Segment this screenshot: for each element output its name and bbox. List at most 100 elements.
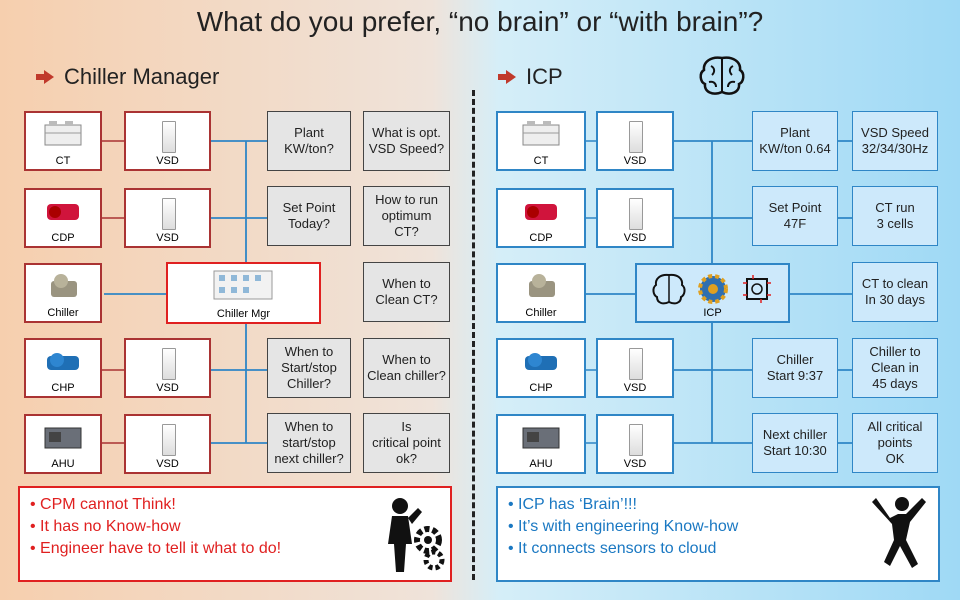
brain-icon	[652, 273, 686, 305]
icp-icons	[652, 273, 771, 305]
pump-icon	[47, 204, 79, 220]
vsd-icon	[161, 424, 176, 456]
vsd-box[interactable]: VSD	[124, 414, 211, 474]
cdp-box[interactable]: CDP	[24, 188, 102, 248]
ct-box[interactable]: CT	[496, 111, 586, 171]
cdp-label: CDP	[529, 232, 553, 244]
chiller-box[interactable]: Chiller	[496, 263, 586, 323]
ahu-icon	[44, 427, 82, 449]
right-heading: ICP	[498, 64, 563, 90]
vsd-label: VSD	[156, 232, 179, 244]
gear-icon	[698, 274, 728, 304]
left-heading-label: Chiller Manager	[64, 64, 220, 89]
vsd-label: VSD	[156, 382, 179, 394]
vsd-icon	[629, 348, 643, 380]
answer-box: Set Point 47F	[752, 186, 838, 246]
vsd-label: VSD	[623, 382, 647, 394]
answer-box: All critical points OK	[852, 413, 938, 473]
control-panel-icon	[213, 270, 273, 300]
bullet-item: It connects sensors to cloud	[508, 538, 928, 560]
chiller-icon	[529, 274, 555, 297]
cooling-tower-icon	[44, 121, 82, 146]
ahu-label: AHU	[529, 458, 553, 470]
vsd-icon	[161, 121, 176, 153]
bullet-item: ICP has ‘Brain’!!!	[508, 494, 928, 516]
jumping-person-icon	[872, 497, 926, 568]
vsd-box[interactable]: VSD	[124, 338, 211, 398]
cooling-tower-icon	[522, 121, 560, 146]
chip-icon	[743, 275, 771, 303]
bullet-item: It has no Know-how	[30, 516, 440, 538]
vsd-label: VSD	[623, 232, 647, 244]
pump-icon	[525, 353, 557, 370]
question-box: When to start/stop next chiller?	[267, 413, 351, 473]
cdp-label: CDP	[51, 232, 75, 244]
chp-label: CHP	[529, 382, 553, 394]
arrow-icon	[498, 70, 516, 84]
vsd-box[interactable]: VSD	[124, 111, 211, 171]
question-box: Is critical point ok?	[363, 413, 450, 473]
pump-icon	[525, 204, 557, 220]
page-title: What do you prefer, “no brain” or “with …	[196, 6, 764, 37]
chiller-label: Chiller	[47, 307, 79, 319]
vsd-label: VSD	[623, 458, 647, 470]
vsd-box[interactable]: VSD	[596, 111, 674, 171]
vsd-icon	[629, 121, 643, 153]
vsd-icon	[161, 348, 176, 380]
question-box: When to Clean chiller?	[363, 338, 450, 398]
answer-box: VSD Speed 32/34/30Hz	[852, 111, 938, 171]
icp-label: ICP	[703, 307, 722, 319]
answer-box: Chiller to Clean in 45 days	[852, 338, 938, 398]
answer-box: Chiller Start 9:37	[752, 338, 838, 398]
bullet-item: Engineer have to tell it what to do!	[30, 538, 440, 560]
ct-box[interactable]: CT	[24, 111, 102, 171]
chp-box[interactable]: CHP	[496, 338, 586, 398]
vsd-box[interactable]: VSD	[596, 188, 674, 248]
vsd-box[interactable]: VSD	[596, 414, 674, 474]
chiller-label: Chiller	[525, 307, 557, 319]
question-box: When to Start/stop Chiller?	[267, 338, 351, 398]
question-box: When to Clean CT?	[363, 262, 450, 322]
ahu-icon	[522, 427, 560, 449]
vsd-icon	[629, 198, 643, 230]
question-box: Plant KW/ton?	[267, 111, 351, 171]
bullet-item: CPM cannot Think!	[30, 494, 440, 516]
vsd-label: VSD	[623, 155, 647, 167]
chiller-manager-label: Chiller Mgr	[216, 308, 271, 320]
divider	[472, 90, 475, 580]
vsd-box[interactable]: VSD	[124, 188, 211, 248]
pump-icon	[47, 353, 79, 370]
vsd-label: VSD	[156, 155, 179, 167]
question-box: How to run optimum CT?	[363, 186, 450, 246]
vsd-label: VSD	[156, 458, 179, 470]
right-heading-label: ICP	[526, 64, 563, 89]
ahu-label: AHU	[51, 458, 75, 470]
ahu-box[interactable]: AHU	[24, 414, 102, 474]
left-bullets: CPM cannot Think! It has no Know-how Eng…	[18, 486, 452, 582]
chiller-manager-box[interactable]: Chiller Mgr	[166, 262, 321, 324]
right-bullets: ICP has ‘Brain’!!! It’s with engineering…	[496, 486, 940, 582]
vsd-icon	[629, 424, 643, 456]
left-connectors	[102, 140, 267, 444]
cdp-box[interactable]: CDP	[496, 188, 586, 248]
question-box: Set Point Today?	[267, 186, 351, 246]
icp-box[interactable]: ICP	[635, 263, 790, 323]
answer-box: CT run 3 cells	[852, 186, 938, 246]
question-box: What is opt. VSD Speed?	[363, 111, 450, 171]
thinking-person-gears-icon	[388, 498, 445, 572]
arrow-icon	[36, 70, 54, 84]
chiller-box[interactable]: Chiller	[24, 263, 102, 323]
left-heading: Chiller Manager	[36, 64, 220, 90]
chp-box[interactable]: CHP	[24, 338, 102, 398]
ct-label: CT	[55, 155, 71, 167]
brain-icon	[699, 56, 745, 95]
vsd-box[interactable]: VSD	[596, 338, 674, 398]
ahu-box[interactable]: AHU	[496, 414, 586, 474]
answer-box: CT to clean In 30 days	[852, 262, 938, 322]
chiller-icon	[51, 274, 77, 297]
ct-label: CT	[533, 155, 549, 167]
chp-label: CHP	[51, 382, 75, 394]
bullet-item: It’s with engineering Know-how	[508, 516, 928, 538]
vsd-icon	[161, 198, 176, 230]
answer-box: Plant KW/ton 0.64	[752, 111, 838, 171]
